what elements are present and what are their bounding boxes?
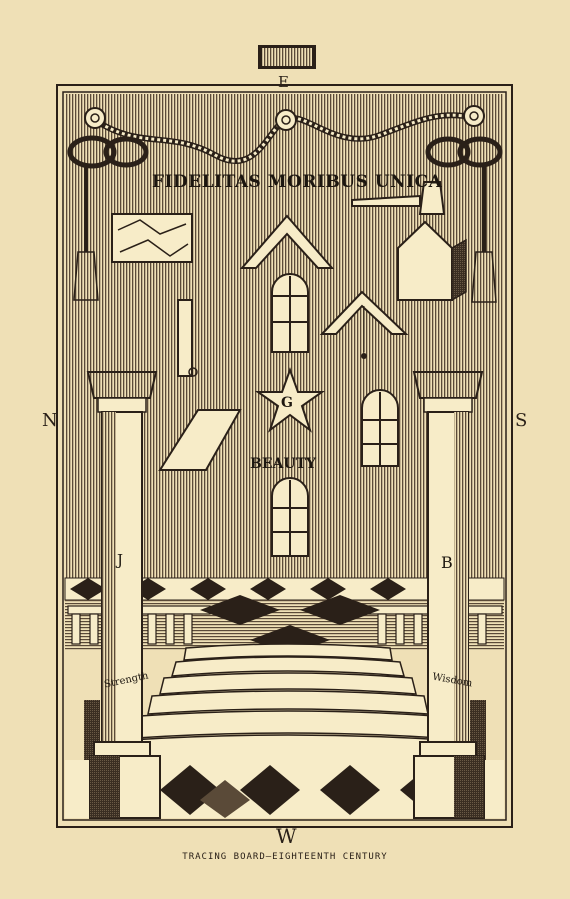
rosette-right [463,105,485,127]
pillar-right [412,371,485,819]
pillar-right-letter: B [441,553,453,572]
pillar-left [86,371,161,819]
plumb-rule [177,299,193,377]
window-south [361,389,399,467]
window-east [271,273,309,353]
trestle-board [158,409,242,471]
compass-west: W [276,824,297,848]
level [319,290,409,335]
blazing-star [254,367,326,433]
window-west [271,477,309,557]
beauty-label: BEAUTY [250,456,316,472]
compass-east: E [278,73,289,91]
tassel-right [471,251,497,303]
tassel-left [73,251,99,301]
pillar-left-letter: J [117,551,124,569]
rosette-center [275,109,297,131]
compass-north: N [42,410,58,431]
motto: FIDELITAS MORIBUS UNICA [152,172,443,192]
caption: TRACING BOARD—EIGHTEENTH CENTURY [182,852,388,862]
rosette-left [84,107,106,129]
outer-frame [56,84,513,828]
square [239,214,335,269]
mosaic-band [70,578,466,600]
rough-ashlar [111,213,193,263]
compass-south: S [515,410,528,431]
steps [125,643,451,767]
star-letter: G [281,395,293,411]
